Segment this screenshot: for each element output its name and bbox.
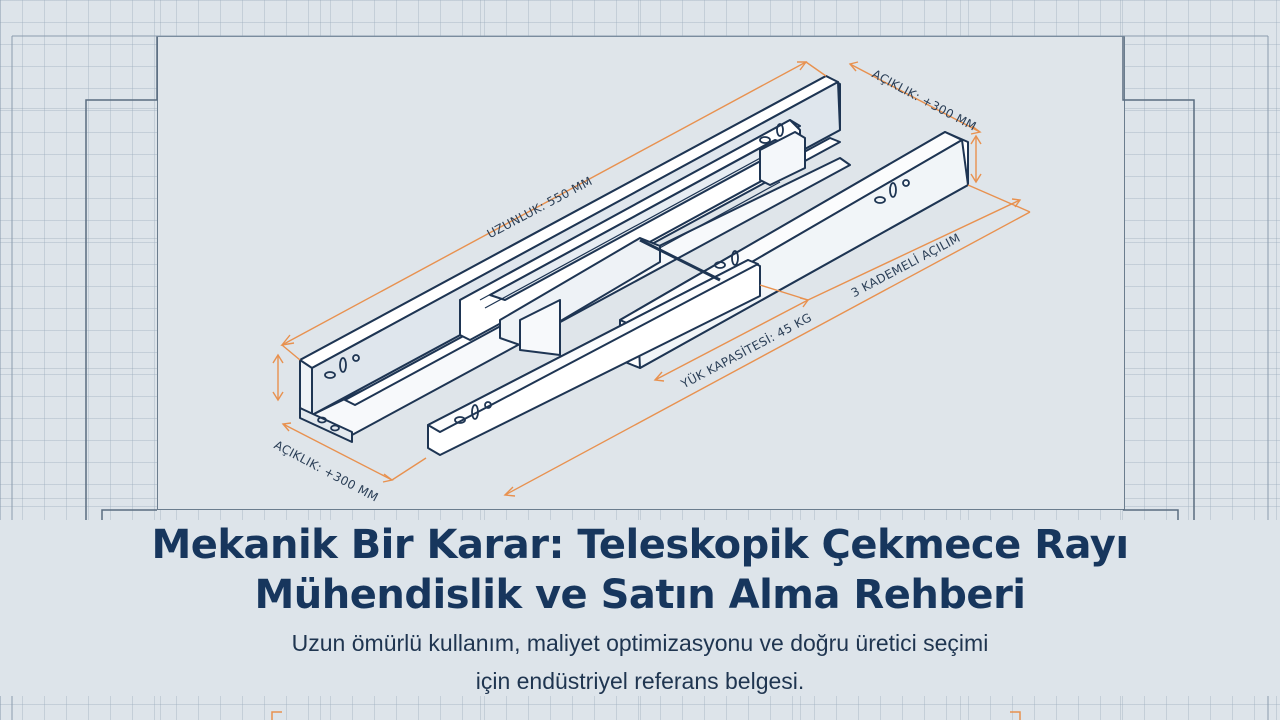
page-title-line-1: Mekanik Bir Karar: Teleskopik Çekmece Ra… [151, 522, 1129, 568]
title-block: Mekanik Bir Karar: Teleskopik Çekmece Ra… [0, 520, 1280, 696]
page-title-line-2: Mühendislik ve Satın Alma Rehberi [254, 572, 1027, 618]
subtitle-line-2: için endüstriyel referans belgesi. [475, 668, 805, 694]
subtitle-line-1: Uzun ömürlü kullanım, maliyet optimizasy… [291, 630, 989, 656]
